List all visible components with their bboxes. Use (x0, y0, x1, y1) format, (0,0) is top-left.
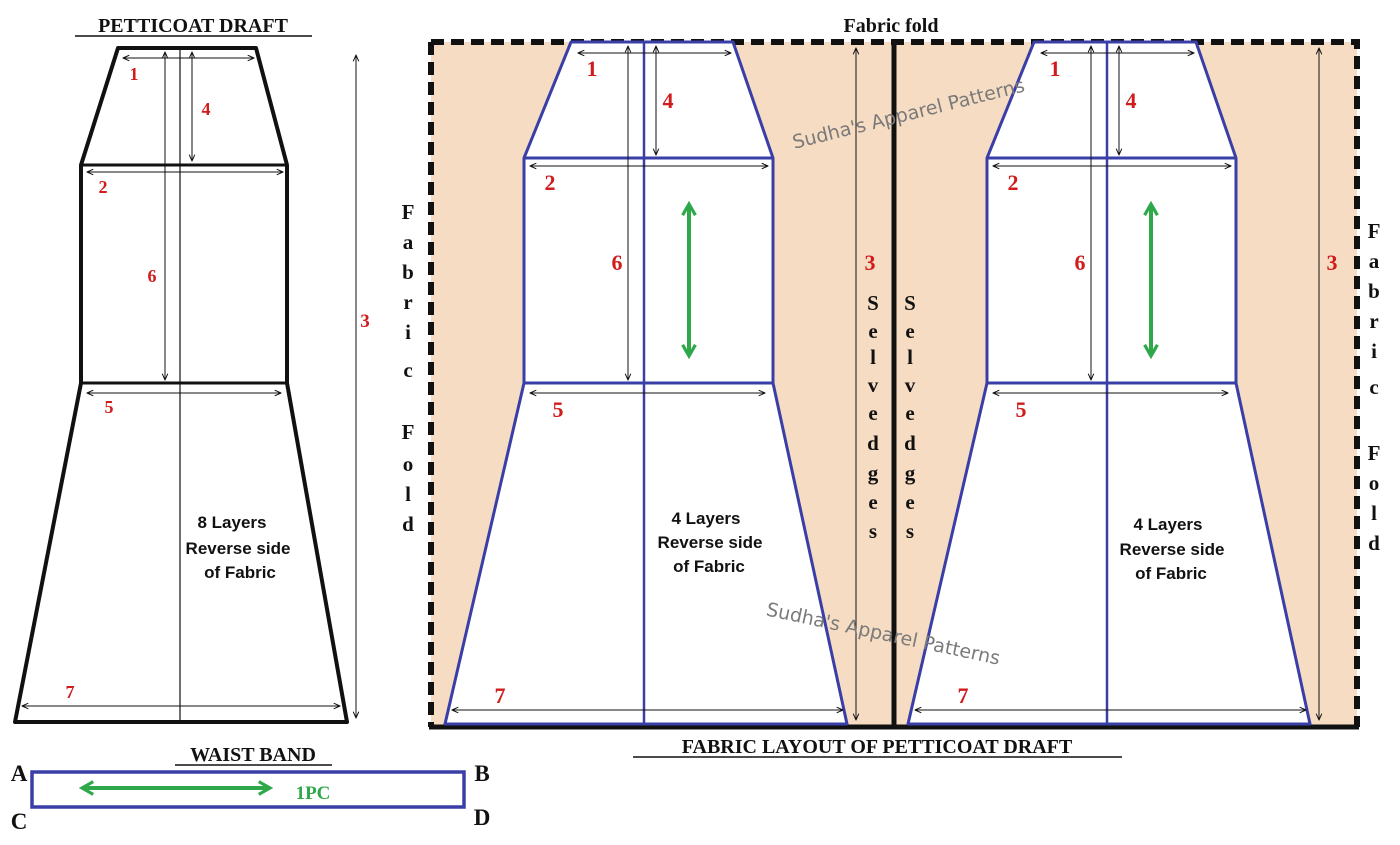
draft-layers-line-1: 8 Layers (198, 513, 267, 532)
right-label-6: 6 (1075, 250, 1086, 275)
draft-layers-line-2: Reverse side (186, 539, 291, 558)
left-label-1: 1 (587, 56, 598, 81)
right-label-7: 7 (958, 683, 969, 708)
left-layers-line-3: of Fabric (673, 557, 745, 576)
left-label-7: 7 (495, 683, 506, 708)
left-label-6: 6 (612, 250, 623, 275)
waistband-corner-d: D (474, 805, 491, 830)
left-layers-line-2: Reverse side (658, 533, 763, 552)
left-fold-letter: r (403, 290, 412, 314)
layout-right-piece: 1 4 2 6 3 5 7 4 Layers Reverse side of F… (906, 40, 1338, 726)
right-label-1: 1 (1050, 56, 1061, 81)
selvedge-letter: l (870, 345, 876, 369)
right-fold-letter: a (1369, 249, 1380, 273)
left-fold-letter: c (403, 358, 412, 382)
waistband-title: WAIST BAND (190, 744, 316, 766)
selvedge-letter: s (906, 519, 914, 543)
left-fold-letter: o (403, 452, 414, 476)
left-label-4: 4 (663, 88, 674, 113)
selvedge-letter: v (905, 373, 916, 397)
selvedge-letter: g (905, 461, 916, 485)
right-fold-letter: d (1368, 531, 1380, 555)
fabric-fold-dashed-edge (431, 39, 1360, 727)
draft-label-1: 1 (130, 64, 139, 84)
draft-label-4: 4 (202, 99, 211, 119)
right-layers-line-1: 4 Layers (1134, 515, 1203, 534)
left-fold-letter: b (402, 260, 414, 284)
right-label-5: 5 (1016, 397, 1027, 422)
right-fold-letter: F (1368, 219, 1381, 243)
left-fabric-fold-label: F a b r i c F o l d (402, 200, 415, 536)
right-fold-letter: l (1371, 501, 1377, 525)
selvedge-letter: e (868, 401, 877, 425)
right-fabric-fold-label: F a b r i c F o l d (1368, 219, 1381, 555)
selvedge-letter: v (868, 373, 879, 397)
selvedge-letter: S (867, 291, 879, 315)
right-label-4: 4 (1126, 88, 1137, 113)
left-fold-letter: a (403, 230, 414, 254)
left-label-3: 3 (865, 250, 876, 275)
left-fold-letter: F (402, 420, 415, 444)
left-label-5: 5 (553, 397, 564, 422)
fabric-layout-title: FABRIC LAYOUT OF PETTICOAT DRAFT (682, 736, 1073, 758)
right-fold-letter: o (1369, 471, 1380, 495)
right-fold-letter: F (1368, 441, 1381, 465)
fabric-layout: Fabric fold 1 4 2 6 3 5 7 4 (402, 15, 1381, 758)
left-fold-letter: i (405, 320, 411, 344)
right-layers-line-2: Reverse side (1120, 540, 1225, 559)
right-label-3: 3 (1327, 250, 1338, 275)
selvedge-letter: g (868, 461, 879, 485)
draft-label-2: 2 (99, 177, 108, 197)
right-fold-letter: c (1369, 375, 1378, 399)
selvedge-letter: l (907, 345, 913, 369)
right-label-2: 2 (1008, 170, 1019, 195)
selvedge-letter: s (869, 519, 877, 543)
fabric-fold-top-label: Fabric fold (844, 15, 939, 37)
selvedge-letter: e (905, 490, 914, 514)
waistband-corner-c: C (11, 809, 28, 834)
selvedge-letter: d (867, 431, 879, 455)
waistband-piece-count: 1PC (296, 783, 331, 804)
draft-outline (13, 46, 349, 724)
draft-label-7: 7 (66, 682, 75, 702)
left-fold-letter: l (405, 482, 411, 506)
draft-label-5: 5 (105, 397, 114, 417)
right-fold-letter: r (1369, 309, 1378, 333)
waistband: WAIST BAND 1PC A B C D (11, 744, 491, 834)
selvedges-label-left: S e l v e d g e s (867, 291, 879, 543)
selvedge-letter: e (905, 401, 914, 425)
right-fold-letter: i (1371, 339, 1377, 363)
right-fold-letter: b (1368, 279, 1380, 303)
selvedge-letter: S (904, 291, 916, 315)
draft-label-3: 3 (360, 311, 370, 332)
selvedge-letter: e (905, 319, 914, 343)
selvedge-letter: e (868, 319, 877, 343)
draft-title: PETTICOAT DRAFT (98, 15, 289, 37)
waistband-corner-b: B (474, 761, 489, 786)
draft-layers-line-3: of Fabric (204, 563, 276, 582)
left-fold-letter: d (402, 512, 414, 536)
draft-label-6: 6 (148, 266, 157, 286)
petticoat-draft: PETTICOAT DRAFT 1 2 3 4 5 6 7 8 Layers R… (13, 15, 370, 724)
left-layers-line-1: 4 Layers (672, 509, 741, 528)
right-layers-line-3: of Fabric (1135, 564, 1207, 583)
selvedge-letter: d (904, 431, 916, 455)
left-label-2: 2 (545, 170, 556, 195)
left-fold-letter: F (402, 200, 415, 224)
layout-left-piece: 1 4 2 6 3 5 7 4 Layers Reverse side of F… (443, 40, 876, 726)
selvedges-label-right: S e l v e d g e s (904, 291, 916, 543)
waistband-corner-a: A (11, 761, 28, 786)
selvedge-letter: e (868, 490, 877, 514)
